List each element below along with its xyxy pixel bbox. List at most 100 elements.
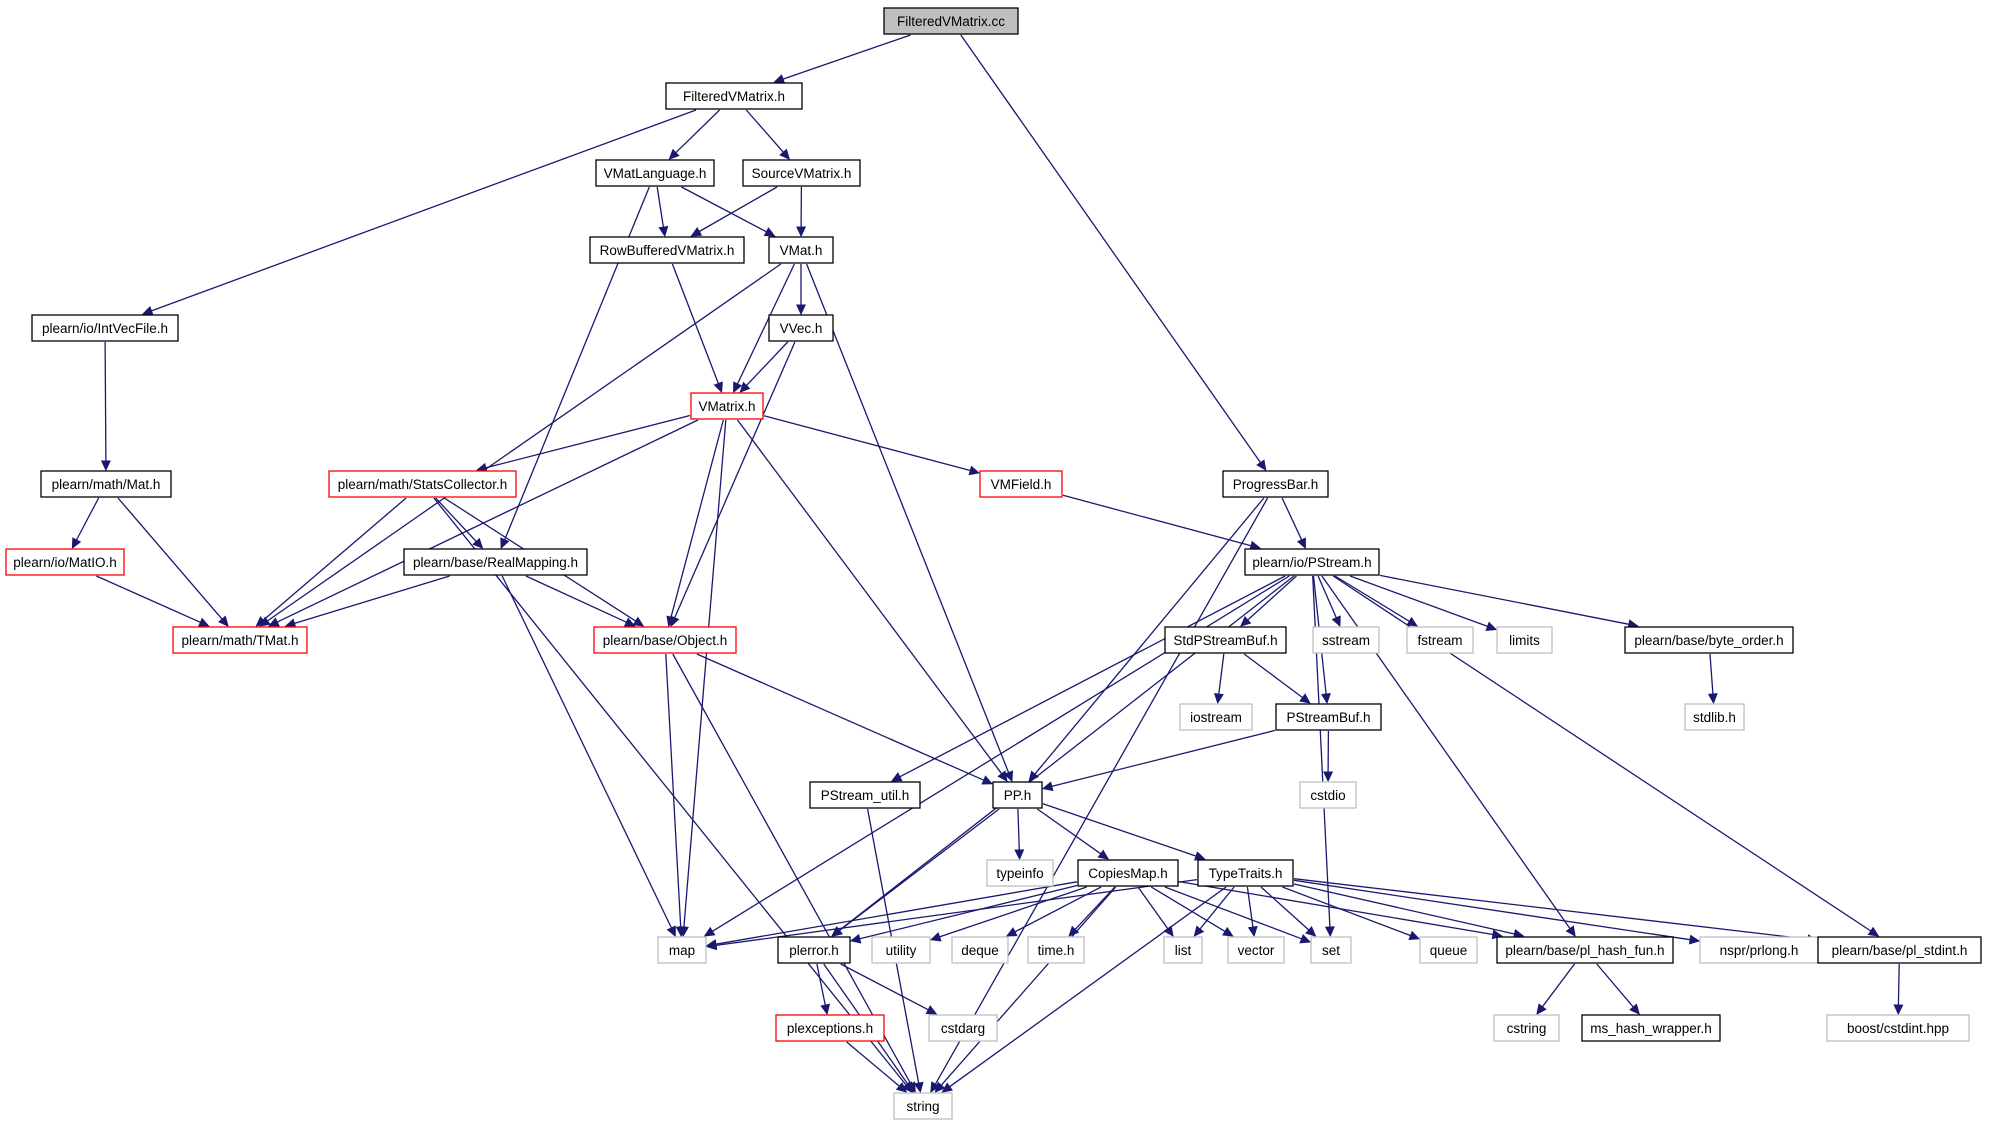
- nodes-layer: FilteredVMatrix.ccFilteredVMatrix.hVMatL…: [5, 7, 1982, 1120]
- edge-vmat-h-to-pp-h: [805, 263, 1014, 783]
- edge-vmat-h-to-vvec-h: [796, 264, 806, 316]
- node-label: time.h: [1038, 943, 1075, 958]
- node-plearn-base-pl-hash-fun-h[interactable]: plearn/base/pl_hash_fun.h: [1496, 936, 1674, 964]
- node-pstreambuf-h[interactable]: PStreamBuf.h: [1275, 703, 1382, 731]
- node-label: VVec.h: [780, 321, 823, 336]
- edge-arrowhead: [1629, 1003, 1640, 1015]
- node-label: FilteredVMatrix.h: [683, 89, 785, 104]
- edge-line: [840, 963, 929, 1011]
- node-label: string: [906, 1099, 939, 1114]
- edge-arrowhead: [1299, 693, 1311, 704]
- edge-sourcevmatrix-h-to-vmat-h: [796, 186, 807, 238]
- edge-arrowhead: [930, 1081, 940, 1094]
- node-progressbar-h[interactable]: ProgressBar.h: [1222, 470, 1329, 498]
- node-plerror-h[interactable]: plerror.h: [777, 936, 851, 964]
- node-plearn-io-matio-h[interactable]: plearn/io/MatIO.h: [5, 548, 125, 576]
- node-plexceptions-h[interactable]: plexceptions.h: [775, 1014, 885, 1042]
- edge-line: [745, 109, 784, 153]
- edge-rowbufferedvmatrix-h-to-vmatrix-h: [671, 263, 723, 394]
- node-box: [172, 626, 308, 654]
- edge-typetraits-h-to-vector: [1246, 886, 1258, 938]
- node-typetraits-h[interactable]: TypeTraits.h: [1197, 859, 1294, 887]
- node-cstdio: cstdio: [1299, 781, 1357, 809]
- edge-arrowhead: [903, 1081, 914, 1093]
- edge-typetraits-h-to-queue: [1282, 886, 1421, 941]
- edge-line: [1150, 886, 1226, 932]
- edge-line: [1074, 886, 1116, 930]
- node-label: PP.h: [1004, 788, 1032, 803]
- edge-arrowhead: [997, 770, 1008, 782]
- node-plearn-base-byte-order-h[interactable]: plearn/base/byte_order.h: [1624, 626, 1794, 654]
- edge-line: [672, 653, 912, 1085]
- edge-line: [1293, 879, 1691, 941]
- edge-arrowhead: [100, 460, 111, 472]
- node-label: stdlib.h: [1693, 710, 1736, 725]
- edge-arrowhead: [779, 148, 790, 160]
- edge-line: [1246, 886, 1254, 928]
- node-box: [992, 781, 1043, 809]
- node-vvec-h[interactable]: VVec.h: [768, 314, 834, 342]
- node-box: [589, 236, 745, 264]
- edge-arrowhead: [739, 381, 751, 393]
- edge-plexceptions-h-to-string: [846, 1041, 908, 1093]
- edge-line: [715, 878, 1198, 947]
- edge-line: [525, 575, 627, 623]
- node-plearn-math-statscollector-h[interactable]: plearn/math/StatsCollector.h: [328, 470, 517, 498]
- node-label: list: [1175, 943, 1192, 958]
- node-label: FilteredVMatrix.cc: [897, 14, 1005, 29]
- node-plearn-base-realmapping-h[interactable]: plearn/base/RealMapping.h: [403, 548, 588, 576]
- node-label: StdPStreamBuf.h: [1173, 633, 1277, 648]
- edge-arrowhead: [1193, 851, 1206, 861]
- node-stdpstreambuf-h[interactable]: StdPStreamBuf.h: [1164, 626, 1287, 654]
- node-label: RowBufferedVMatrix.h: [600, 243, 735, 258]
- node-box: [928, 1014, 998, 1042]
- node-sourcevmatrix-h[interactable]: SourceVMatrix.h: [742, 159, 861, 187]
- edge-arrowhead: [1256, 459, 1267, 471]
- node-label: sstream: [1322, 633, 1370, 648]
- edge-vmatrix-h-to-plearn-math-statscollector-h: [476, 414, 691, 473]
- node-plearn-base-pl-stdint-h[interactable]: plearn/base/pl_stdint.h: [1817, 936, 1982, 964]
- edge-line: [675, 109, 721, 154]
- node-box: [1406, 626, 1474, 654]
- node-filteredvmatrix-h[interactable]: FilteredVMatrix.h: [665, 82, 803, 110]
- node-plearn-math-mat-h[interactable]: plearn/math/Mat.h: [40, 470, 172, 498]
- node-copiesmap-h[interactable]: CopiesMap.h: [1077, 859, 1179, 887]
- node-ms-hash-wrapper-h[interactable]: ms_hash_wrapper.h: [1581, 1014, 1721, 1042]
- node-plearn-io-pstream-h[interactable]: plearn/io/PStream.h: [1244, 548, 1380, 576]
- node-plearn-base-object-h[interactable]: plearn/base/Object.h: [593, 626, 737, 654]
- edge-plearn-base-object-h-to-map: [665, 653, 686, 938]
- node-label: typeinfo: [996, 866, 1043, 881]
- edge-arrowhead: [668, 148, 680, 160]
- node-rowbufferedvmatrix-h[interactable]: RowBufferedVMatrix.h: [589, 236, 745, 264]
- node-vmatlanguage-h[interactable]: VMatLanguage.h: [595, 159, 715, 187]
- node-plearn-io-intvecfile-h[interactable]: plearn/io/IntVecFile.h: [31, 314, 179, 342]
- edge-line: [1334, 575, 1410, 622]
- node-pp-h[interactable]: PP.h: [992, 781, 1043, 809]
- edge-arrowhead: [1296, 537, 1306, 550]
- edge-line: [805, 263, 1010, 773]
- edge-arrowhead: [1406, 616, 1419, 627]
- node-cstdarg: cstdarg: [928, 1014, 998, 1042]
- node-queue: queue: [1419, 936, 1478, 964]
- node-label: cstdio: [1310, 788, 1345, 803]
- edge-line: [276, 419, 699, 623]
- node-vmatrix-h[interactable]: VMatrix.h: [690, 392, 764, 420]
- edge-arrowhead: [472, 537, 484, 549]
- edge-vmatrix-h-to-vmfield-h: [763, 415, 981, 476]
- edge-typetraits-h-to-map: [705, 878, 1198, 951]
- node-vmat-h[interactable]: VMat.h: [768, 236, 834, 264]
- node-filteredvmatrix-cc[interactable]: FilteredVMatrix.cc: [883, 7, 1019, 35]
- edge-line: [859, 884, 1078, 940]
- edge-stdpstreambuf-h-to-pstreambuf-h: [1243, 653, 1311, 704]
- node-plearn-math-tmat-h[interactable]: plearn/math/TMat.h: [172, 626, 308, 654]
- edge-arrowhead: [675, 926, 686, 938]
- edge-arrowhead: [1323, 771, 1334, 783]
- edge-arrowhead: [929, 932, 942, 942]
- node-pstream-util-h[interactable]: PStream_util.h: [809, 781, 921, 809]
- edge-line: [846, 1041, 900, 1087]
- node-map: map: [657, 936, 707, 964]
- node-vmfield-h[interactable]: VMField.h: [979, 470, 1063, 498]
- edge-arrowhead: [1707, 693, 1718, 705]
- edge-line: [1282, 886, 1411, 937]
